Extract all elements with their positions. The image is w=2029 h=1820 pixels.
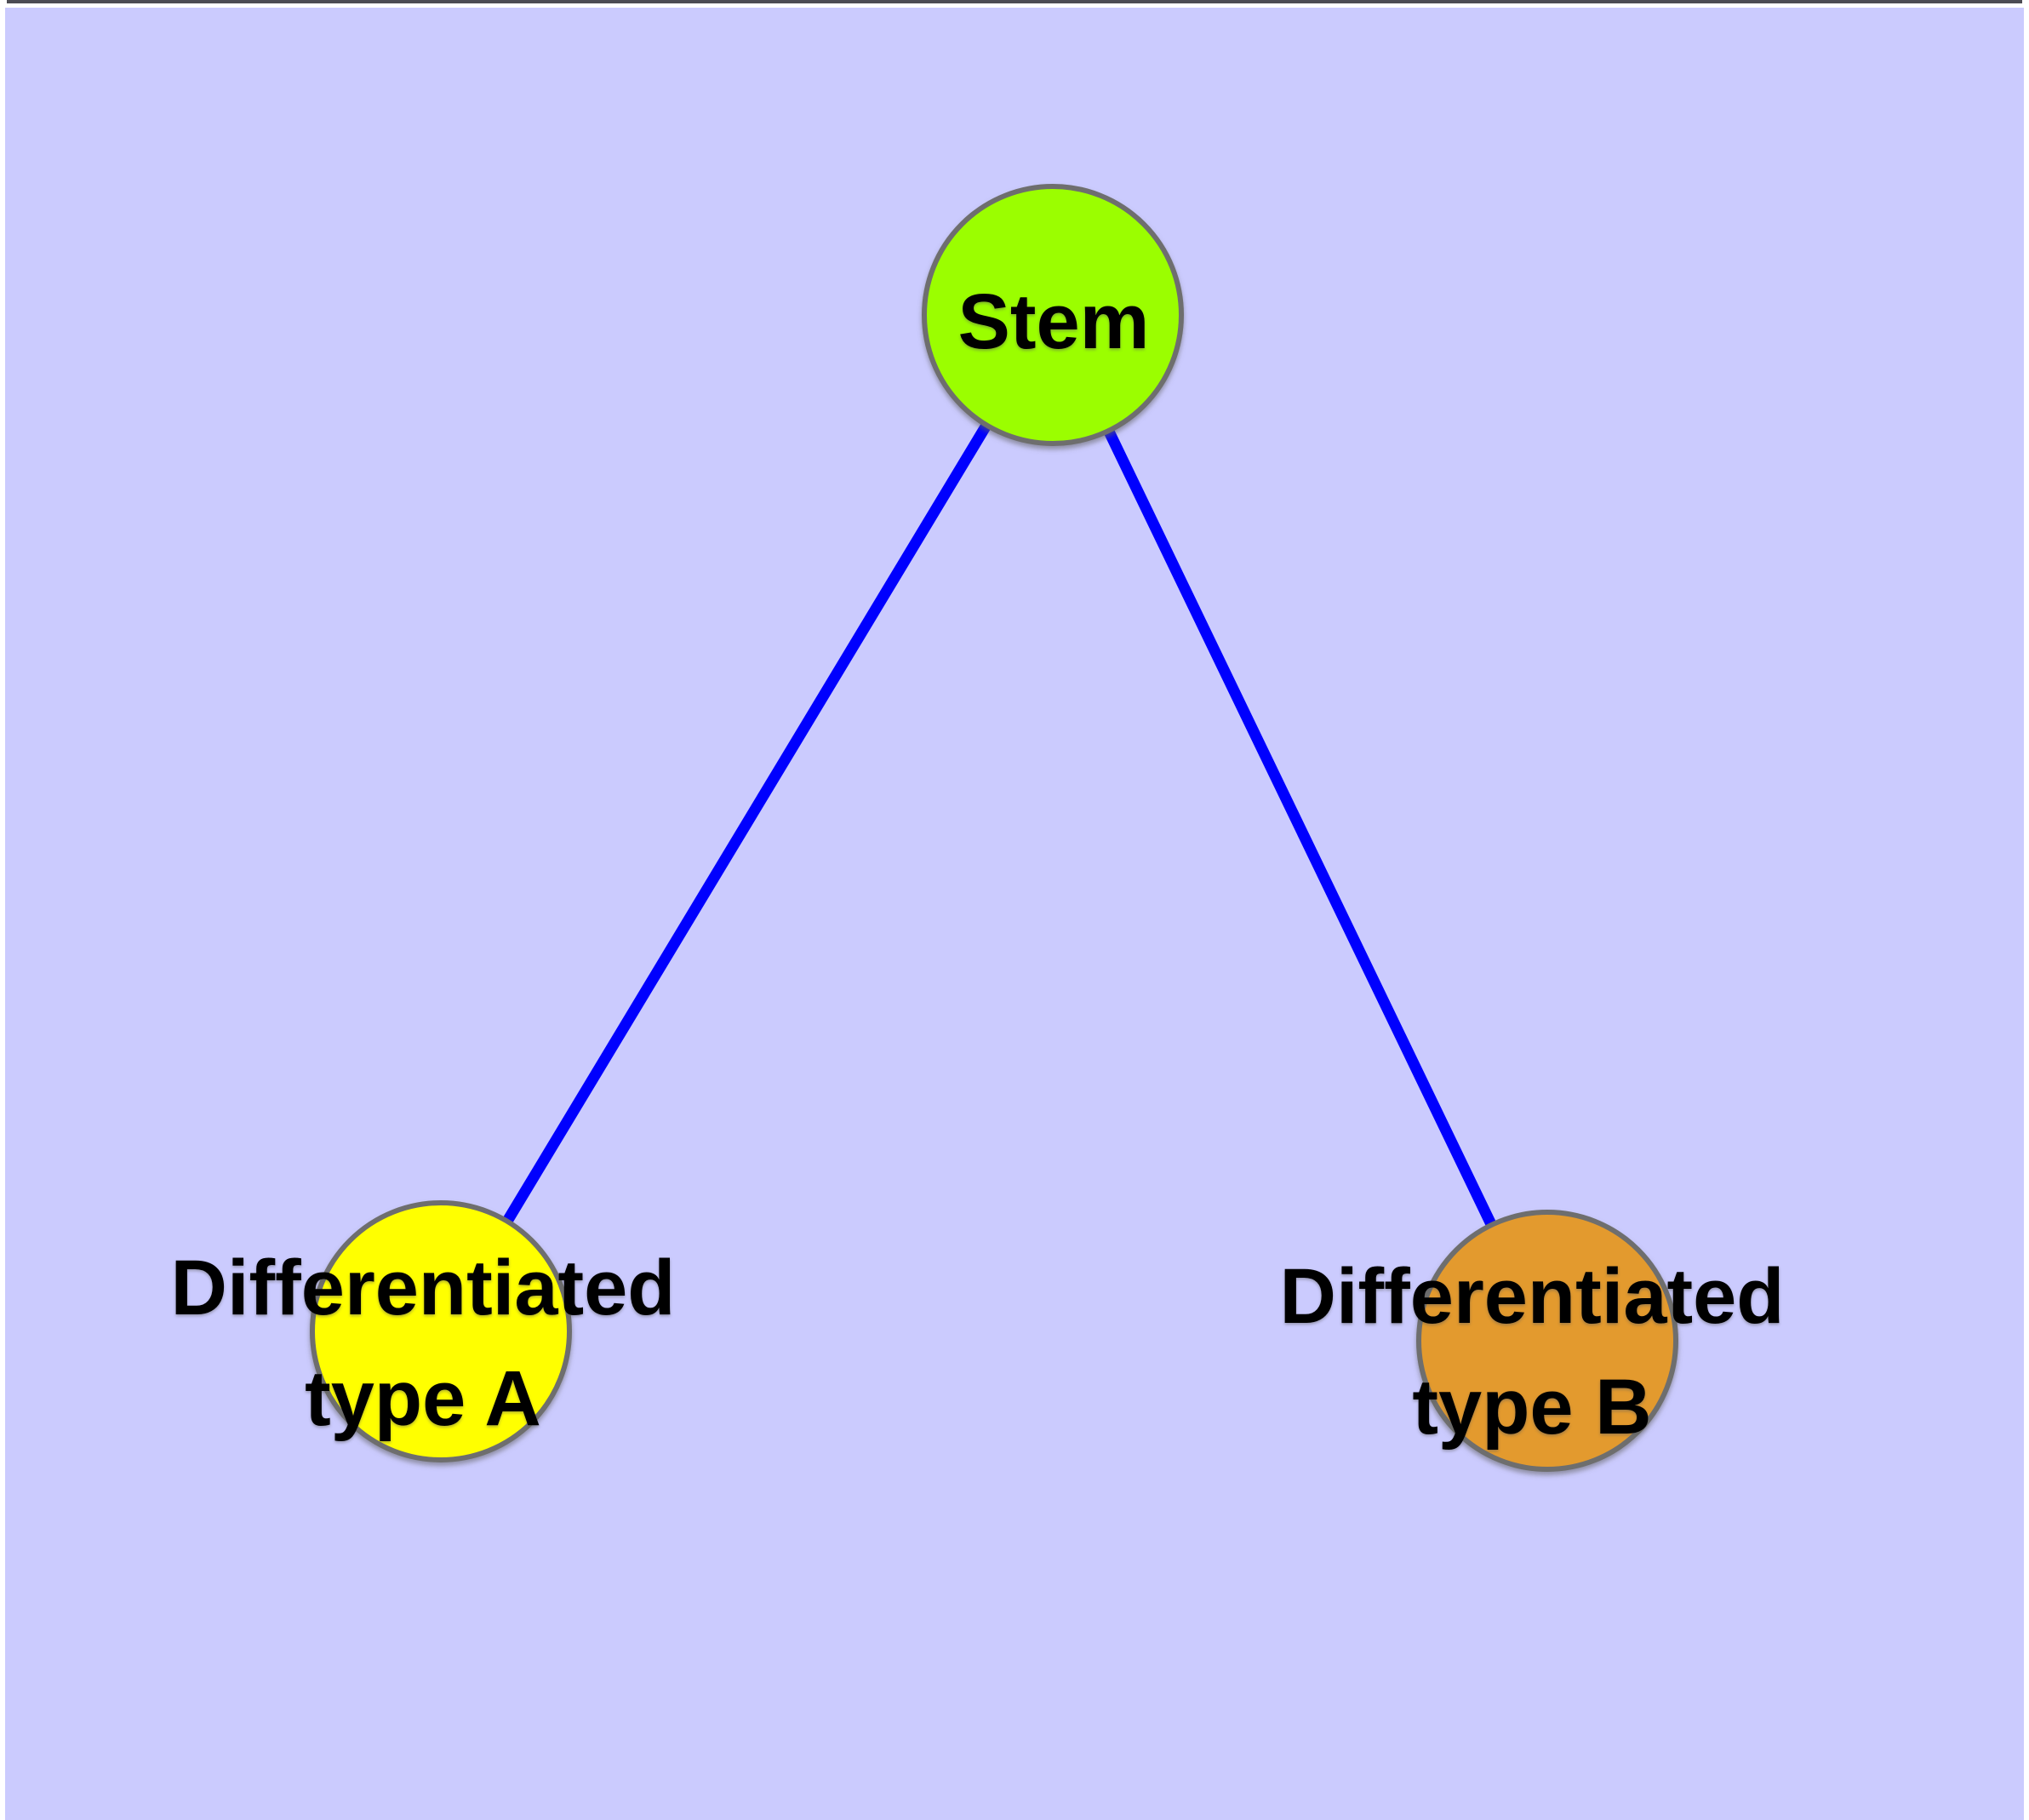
node-differentiated-type-b: [1416, 1210, 1678, 1472]
top-border-line: [7, 0, 2022, 3]
node-stem: [922, 184, 1184, 446]
edge-stem-to-type-b: [1048, 312, 1552, 1343]
node-differentiated-type-a: [310, 1200, 572, 1462]
edge-stem-to-type-a: [436, 312, 1058, 1335]
